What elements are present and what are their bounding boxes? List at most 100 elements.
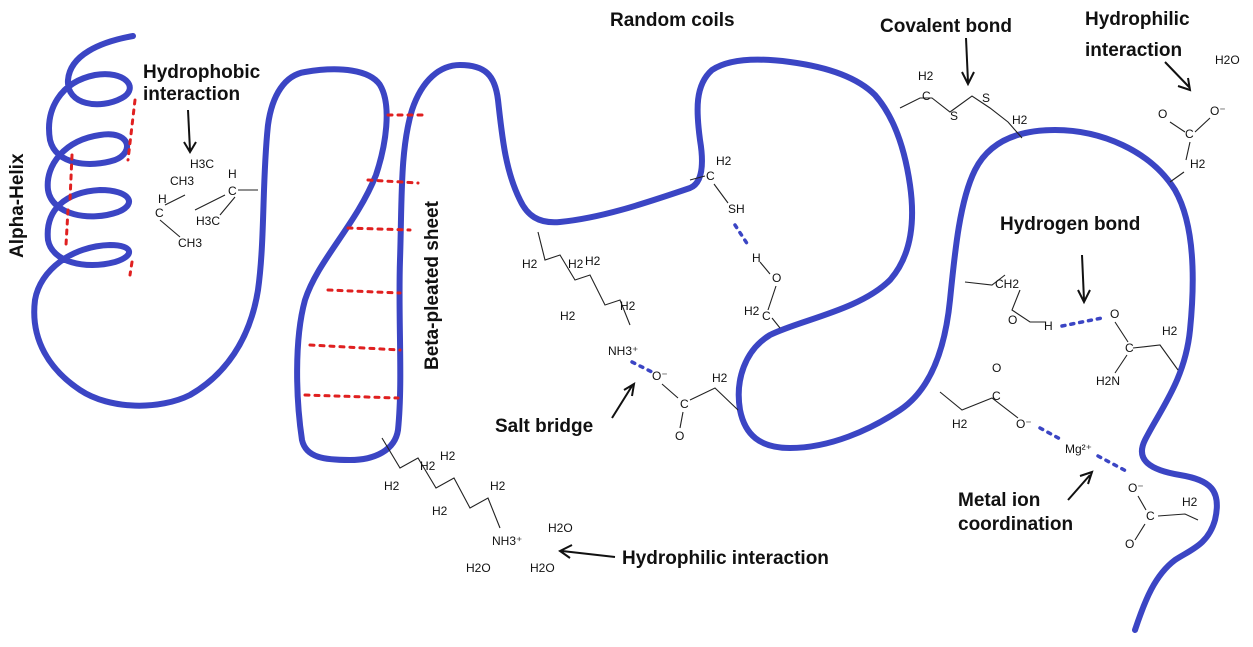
chem-o: O [1008,313,1017,327]
chem-h2: H2 [490,479,506,493]
hydrogen-bond-pair: CH2 O H O C H2 H2N [964,274,1179,388]
chem-h: H [158,192,167,206]
hbond-dots [733,223,750,247]
label-salt-bridge: Salt bridge [495,416,593,437]
chem-c: C [1125,341,1134,355]
chem-ch3: CH3 [170,174,194,188]
chem-h2: H2 [744,304,760,318]
thiol-hydroxyl-pair: H2 C SH H O H2 C [689,154,781,329]
chem-h2n: H2N [1096,374,1120,388]
chem-c: C [1146,509,1155,523]
label-metal-ion: Metal ion [958,490,1040,511]
arrow-hydrophilic-lower [558,544,616,559]
chem-sh: SH [728,202,745,216]
label-hydrophobic: Hydrophobic [143,62,261,83]
ionic-dots [630,360,654,374]
bond [689,175,729,204]
label-coordination: coordination [958,514,1073,535]
chem-h2: H2 [522,257,538,271]
chem-h2: H2 [384,479,400,493]
chem-h2: H2 [568,257,584,271]
chem-mg: Mg²⁺ [1065,442,1092,456]
chem-c: C [922,89,931,103]
chem-c: C [680,397,689,411]
arrow-hydrogen-bond [1077,254,1091,305]
beta-hbond [366,178,420,185]
chem-h2: H2 [1162,324,1178,338]
chem-s: S [950,109,958,123]
chem-o-minus: O⁻ [1016,417,1032,431]
hydrophilic-carboxylate-upper: H2O O⁻ O C H2 [1158,53,1240,183]
chem-h2: H2 [420,459,436,473]
chem-o: O [1125,537,1134,551]
chem-h2: H2 [440,449,456,463]
beta-hbond [308,343,402,352]
arrow-covalent [961,37,975,87]
bond [1114,321,1179,374]
chem-h: H [1044,319,1053,333]
chem-h2o: H2O [466,561,491,575]
chem-c: C [706,169,715,183]
chem-c: C [762,309,771,323]
chem-h2: H2 [432,504,448,518]
arrow-hydrophobic [183,109,197,154]
helix-hbond [126,98,137,162]
annotation-arrows [183,37,1192,559]
chem-h2: H2 [918,69,934,83]
label-hydrophilic-upper-interaction: interaction [1085,40,1182,61]
beta-hbond [326,288,402,295]
arrow-salt-bridge [611,382,636,419]
beta-hbond [303,393,400,400]
bond [537,231,631,326]
helix-hbond [64,208,70,247]
chem-h2o: H2O [530,561,555,575]
arrow-hydrophilic-upper [1164,61,1192,92]
chem-o: O [1158,107,1167,121]
bond [661,383,739,429]
chem-h3c: H3C [196,214,220,228]
helix-hydrogen-bonds [64,98,137,277]
hbond-dots [1060,316,1104,328]
chem-ch3: CH3 [178,236,202,250]
arrow-metal-ion [1067,470,1094,501]
chem-ch2: CH2 [995,277,1019,291]
chem-h2: H2 [716,154,732,168]
chem-h2: H2 [712,371,728,385]
lysine-chain-lower: H2 H2 H2 H2 H2 NH3⁺ H2O H2O H2O [381,437,573,575]
helix-hbond [128,260,134,277]
chem-o-minus: O⁻ [652,369,668,383]
beta-sheet-hydrogen-bonds [303,113,427,400]
chem-nh3-plus: NH3⁺ [492,534,522,548]
alpha-helix-coil [31,33,1220,633]
chem-c: C [155,206,164,220]
label-hydrophilic-lower: Hydrophilic interaction [622,548,829,569]
label-hydrophilic-upper: Hydrophilic [1085,9,1190,30]
helix-hbond [68,153,74,202]
label-hydrophobic-interaction: interaction [143,84,240,105]
hydrophobic-group: CH3 H C CH3 H3C H C H3C [155,157,258,250]
label-covalent-bond: Covalent bond [880,16,1012,37]
metal-coordination-group: H2 C O O⁻ Mg²⁺ O⁻ C O H2 [939,361,1199,551]
chem-c: C [228,184,237,198]
text-labels: Alpha-Helix Hydrophobic interaction Beta… [7,9,1190,569]
bond [899,95,1023,139]
chem-h2: H2 [952,417,968,431]
lysine-chain-upper: H2 H2 H2 H2 H2 NH3⁺ [522,231,638,358]
beta-hbond [346,226,412,232]
chem-o-minus: O⁻ [1128,481,1144,495]
chem-h2: H2 [585,254,601,268]
chem-nh3-plus: NH3⁺ [608,344,638,358]
label-beta-sheet: Beta-pleated sheet [422,200,443,370]
label-random-coils: Random coils [610,10,735,31]
coordination-dots [1096,454,1130,474]
chem-h3c: H3C [190,157,214,171]
bond [964,274,1045,323]
chem-h2: H2 [620,299,636,313]
protein-backbone [31,33,1220,633]
bond [1134,495,1199,541]
chem-c: C [992,389,1001,403]
salt-bridge-carboxylate: O⁻ C O H2 [630,360,739,443]
chem-h2o: H2O [548,521,573,535]
chem-h2: H2 [1190,157,1206,171]
chem-h2: H2 [1182,495,1198,509]
